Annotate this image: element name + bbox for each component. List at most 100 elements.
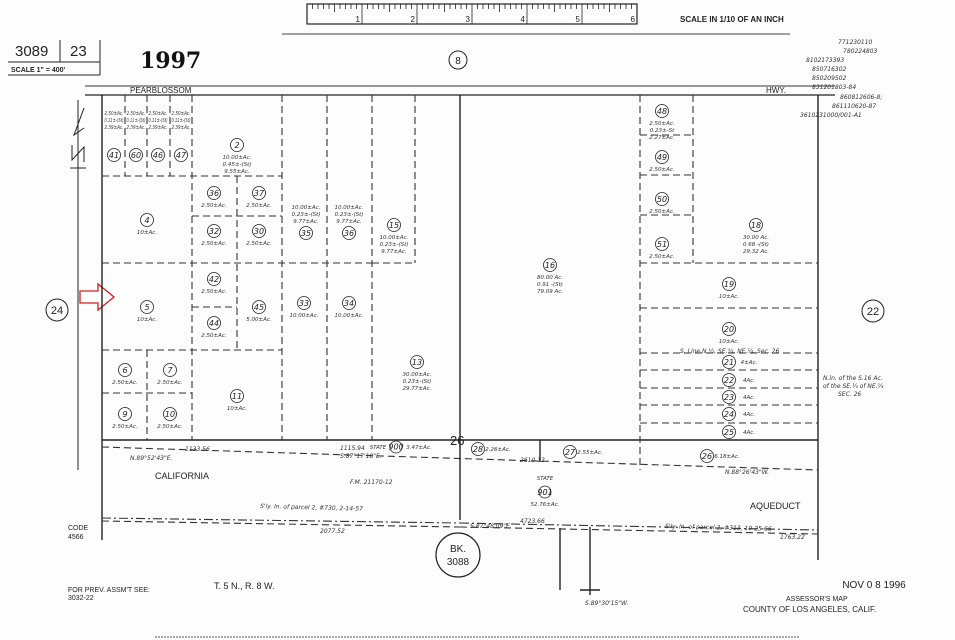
- parcel-acreage: 2.50±Ac.: [157, 380, 183, 386]
- easement-label-2: S'ly. ln. of parcel 2, #313, 10-25-66: [665, 523, 772, 533]
- bearing-label: 2077.52: [320, 528, 345, 535]
- parcel-acreage: 10±Ac.: [227, 406, 247, 412]
- parcel-boundaries: [101, 95, 819, 595]
- parcel-acreage: 2.50±Ac.: [112, 380, 138, 386]
- parcel-number-circle: [118, 363, 132, 377]
- parcel-acreage: 2.55±Ac.: [577, 450, 603, 456]
- parcel-acreage: 79.09 Ac.: [537, 289, 563, 295]
- adjacent-map-east[interactable]: 22: [861, 299, 885, 323]
- aqueduct-label: AQUEDUCT: [750, 501, 801, 511]
- parcel-25[interactable]: 25 4Ac.: [722, 425, 756, 439]
- parcel-number: 16: [545, 261, 555, 270]
- parcel-acreage: 2.50±Ac.: [157, 424, 183, 430]
- parcel-acreage: 4Ac.: [743, 395, 755, 401]
- parcel-48[interactable]: 482.50±Ac.0.23±-St2.27±Ac.: [649, 104, 675, 142]
- parcel-46[interactable]: 462.50±Ac.0.11±-(St)2.39±Ac.: [149, 111, 168, 162]
- parcel-6[interactable]: 62.50±Ac.: [112, 363, 138, 387]
- adjacent-map-north[interactable]: 8: [448, 50, 468, 70]
- parcel-number-circle: [230, 389, 244, 403]
- parcel-number: 44: [209, 319, 219, 328]
- parcel-37[interactable]: 372.50±Ac.: [246, 186, 272, 210]
- parcel-number: 30: [254, 227, 264, 236]
- parcel-41[interactable]: 412.50±Ac.0.11±-(St)2.39±Ac.: [105, 111, 124, 162]
- parcel-number: 23: [724, 393, 734, 402]
- map-scale: SCALE 1" = 400': [11, 67, 66, 74]
- parcel-acreage: 52.76±Ac.: [531, 502, 560, 508]
- parcel-51[interactable]: 512.50±Ac.: [649, 237, 675, 261]
- parcel-owner: STATE: [537, 476, 554, 482]
- parcel-number: 25: [724, 428, 734, 437]
- parcel-number: 45: [254, 303, 264, 312]
- parcel-number: 19: [724, 280, 734, 289]
- parcel-32[interactable]: 322.50±Ac.: [201, 224, 227, 248]
- parcel-acreage: 10±Ac.: [719, 294, 739, 300]
- parcel-acreage: 29.32 Ac.: [743, 249, 769, 255]
- parcel-19[interactable]: 19 10±Ac.: [719, 277, 739, 301]
- parcel-acreage: 0.23±-St: [650, 128, 675, 134]
- parcel-11[interactable]: 1110±Ac.: [227, 389, 247, 413]
- parcel-acreage: 4Ac.: [743, 412, 755, 418]
- map-number-box: 3089 23 SCALE 1" = 400': [8, 40, 101, 76]
- boundary-line: [101, 517, 461, 524]
- bearing-label: 1133.56: [185, 446, 210, 453]
- parcel-60[interactable]: 602.50±Ac.0.11±-(St)2.39±Ac.: [127, 111, 146, 162]
- parcel-acreage: 10±Ac.: [719, 339, 739, 345]
- parcel-30[interactable]: 302.50±Ac.: [246, 224, 272, 248]
- adjacent-map-west[interactable]: 24: [45, 298, 69, 322]
- parcel-47[interactable]: 472.50±Ac.0.11±-(St)2.39±Ac.: [172, 111, 191, 162]
- side-note: N.ln. of the S.16 Ac. of the SE.¼ of NE.…: [823, 375, 884, 398]
- parcel-42[interactable]: 422.50±Ac.: [201, 272, 227, 296]
- parcel-number-circle: [342, 226, 356, 240]
- parcel-number: 9: [122, 410, 127, 419]
- parcel-number: 22: [724, 376, 734, 385]
- township-range: T. 5 N., R. 8 W.: [214, 581, 275, 591]
- parcel-23[interactable]: 23 4Ac.: [722, 390, 756, 404]
- parcel-acreage: 30.00±Ac.: [403, 372, 432, 378]
- revision-code: 3610231000/001-A1: [800, 112, 862, 119]
- parcel-number-circle: [252, 186, 266, 200]
- parcel-36[interactable]: 362.50±Ac.: [201, 186, 227, 210]
- parcel-acreage: 2.50±Ac.: [112, 424, 138, 430]
- pearblossom-highway: PEARBLOSSOM HWY.: [85, 85, 835, 96]
- parcel-acreage: 2.27±Ac.: [649, 135, 675, 141]
- parcel-2[interactable]: 210.00±Ac.0.45±-(St)9.55±Ac.: [223, 138, 252, 176]
- parcel-number-circle: [387, 218, 401, 232]
- parcel-number: 47: [176, 151, 187, 160]
- parcel-acreage: 4Ac.: [743, 430, 755, 436]
- parcel-5[interactable]: 510±Ac.: [137, 300, 157, 324]
- parcel-49[interactable]: 492.50±Ac.: [649, 150, 675, 174]
- parcel-acreage: 2.50±Ac.: [649, 209, 675, 215]
- parcel-36[interactable]: 3610.00±Ac.0.23±-(St)9.77±Ac.: [335, 205, 364, 240]
- parcel-44[interactable]: 442.50±Ac.: [201, 316, 227, 340]
- parcel-4[interactable]: 410±Ac.: [137, 213, 157, 237]
- parcel-9[interactable]: 9 2.50±Ac.: [112, 407, 138, 431]
- parcel-acreage: 3.47±Ac.: [406, 445, 432, 451]
- parcel-acreage: 30.00 Ac.: [743, 235, 769, 241]
- county-name: COUNTY OF LOS ANGELES, CALIF.: [743, 605, 876, 614]
- adjacent-book-south[interactable]: BK. 3088: [435, 532, 481, 578]
- parcel-10[interactable]: 102.50±Ac.: [157, 407, 183, 431]
- bearing-label: 4723.66: [520, 518, 545, 525]
- parcel-45[interactable]: 455.00±Ac.: [246, 300, 272, 324]
- parcel-number: 18: [751, 221, 761, 230]
- parcel-7[interactable]: 72.50±Ac.: [157, 363, 183, 387]
- parcel-number-circle: [655, 237, 669, 251]
- parcel-50[interactable]: 502.50±Ac.: [649, 192, 675, 216]
- revision-code: 860812606-8;: [840, 94, 882, 101]
